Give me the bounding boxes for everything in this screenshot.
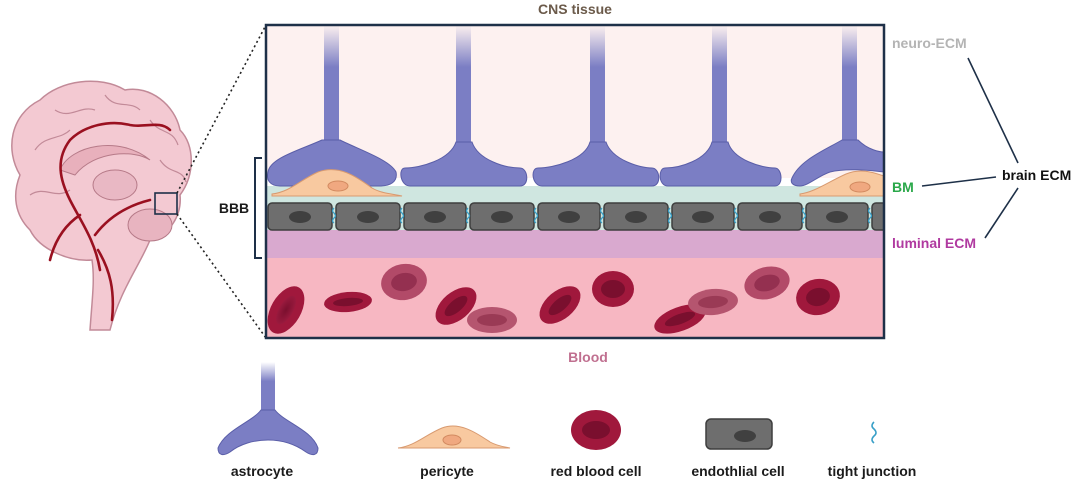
astrocyte-endfoot: [790, 139, 884, 187]
pericyte-nucleus: [327, 180, 349, 192]
legend-pericyte: pericyte: [397, 425, 511, 479]
endothelial-cell: [871, 202, 884, 231]
brain-illustration: [11, 80, 192, 331]
astrocyte-endfeet: [267, 139, 884, 187]
astrocyte-endfoot: [400, 141, 528, 187]
endothelial-nucleus: [491, 211, 513, 223]
legend-astrocyte: astrocyte: [217, 362, 319, 479]
red-blood-cells: [267, 263, 840, 334]
endothelial-nucleus: [424, 211, 446, 223]
tight-junction: [801, 207, 807, 224]
tight-junction: [867, 207, 873, 224]
endothelial-nucleus: [357, 211, 379, 223]
brain-folds: [29, 94, 187, 196]
pericytes: [271, 169, 884, 197]
endothelial-nucleus: [289, 211, 311, 223]
pericyte-nucleus: [849, 181, 871, 193]
bbb-panel: [266, 25, 884, 338]
brain-outline: [11, 80, 192, 331]
astrocyte-endfoot: [659, 141, 782, 187]
cns-tissue-region: [266, 25, 884, 178]
legend: astrocyte pericyte red blood cell endoth…: [217, 362, 917, 479]
bm-label: BM: [892, 179, 914, 195]
brain-arteries: [48, 121, 172, 322]
blood-label: Blood: [568, 349, 608, 365]
legend-label: red blood cell: [550, 463, 641, 479]
tight-junction-icon: [871, 421, 877, 444]
corpus-callosum: [59, 145, 151, 176]
tight-junction: [399, 207, 405, 224]
brain-ecm-connectors: [921, 57, 1019, 239]
tight-junction: [667, 207, 673, 224]
legend-endothelial-cell: endothlial cell: [691, 418, 785, 479]
luminal-ecm-label: luminal ECM: [892, 235, 976, 251]
endothelial-nucleus: [558, 211, 580, 223]
bbb-label: BBB: [219, 200, 249, 216]
cns-tissue-label: CNS tissue: [538, 1, 612, 17]
thalamus: [92, 169, 138, 201]
tight-junction: [465, 207, 471, 224]
endothelial-nucleus: [692, 211, 714, 223]
astrocyte-endfoot: [532, 141, 660, 187]
endothelial-nucleus: [759, 211, 781, 223]
legend-tight-junction: tight junction: [828, 421, 917, 479]
basement-membrane-layer: [266, 186, 884, 202]
cerebellum: [127, 208, 173, 242]
tight-junction: [599, 207, 605, 224]
astrocyte-icon: [217, 409, 319, 456]
zoom-lines: [176, 24, 267, 339]
zoom-box: [154, 192, 178, 215]
luminal-ecm-layer: [266, 230, 884, 258]
legend-red-blood-cell: red blood cell: [550, 410, 642, 479]
panel-border: [264, 23, 886, 340]
endothelial-layer: [266, 202, 884, 231]
endothelial-nucleus: [625, 211, 647, 223]
astrocyte-stems: [324, 25, 857, 145]
tight-junction: [733, 207, 739, 224]
tight-junction: [331, 207, 337, 224]
legend-label: tight junction: [828, 463, 917, 479]
legend-label: pericyte: [420, 463, 474, 479]
brain-ecm-label: brain ECM: [1002, 167, 1071, 183]
neuro-ecm-label: neuro-ECM: [892, 35, 967, 51]
legend-label: endothlial cell: [691, 463, 784, 479]
legend-label: astrocyte: [231, 463, 293, 479]
endothelial-nucleus: [826, 211, 848, 223]
tight-junction: [533, 207, 539, 224]
astrocyte-endfoot: [267, 139, 397, 187]
bbb-bracket: [254, 157, 262, 259]
